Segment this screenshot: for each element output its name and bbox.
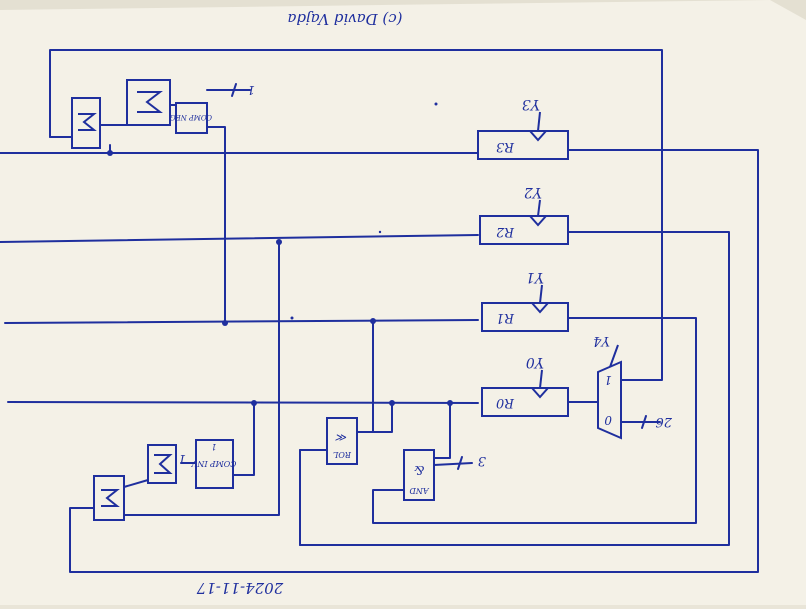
- register-r0: [481, 387, 569, 417]
- clock-triangle: [531, 387, 549, 399]
- mux-input-1-label: 1: [604, 373, 612, 387]
- junction-dot: [276, 239, 282, 245]
- copyright-note: (c) David Vajda: [287, 10, 402, 28]
- register-label-r3: R3: [496, 139, 515, 154]
- register-labels: R3 R2 R1 R0 Y3 Y2 Y1 Y0: [496, 96, 544, 410]
- date-note: 2024-11-17: [196, 579, 284, 597]
- junction-dot: [222, 320, 228, 326]
- mux-bus-width: 26: [655, 414, 673, 429]
- junction-dot: [447, 400, 453, 406]
- load-signal-y0: Y0: [526, 354, 544, 370]
- and-bus-width: 3: [478, 453, 486, 468]
- junction-dots: [107, 150, 453, 406]
- clock-triangle: [531, 302, 549, 314]
- register-label-r2: R2: [496, 224, 515, 239]
- junction-dot: [107, 150, 113, 156]
- mux-body: [597, 360, 622, 440]
- sum-icon: [78, 113, 97, 131]
- register-r3: [477, 130, 569, 160]
- register-label-r1: R1: [496, 310, 515, 325]
- clock-triangle: [529, 130, 547, 142]
- junction-dot: [251, 400, 257, 406]
- junction-dot: [389, 400, 395, 406]
- junction-dot: [370, 318, 376, 324]
- comp-neg-label: COMP NEG: [170, 113, 212, 121]
- rol-block: ≪ ROL: [326, 417, 358, 465]
- comp-inv-box: [195, 439, 234, 489]
- comp-neg-box: [175, 102, 208, 134]
- register-r1: [481, 302, 569, 332]
- sum-icon: [101, 489, 120, 507]
- register-r2: [479, 215, 569, 245]
- upper-adder-small-box: [126, 79, 171, 126]
- clock-triangle: [529, 215, 547, 227]
- comp-neg-block: COMP NEG: [170, 102, 212, 134]
- wires: [0, 49, 759, 573]
- comp-inv-detail: 1: [211, 442, 216, 451]
- comp-inv-label: COMP INV: [190, 459, 236, 468]
- lower-adder-input: 1: [178, 452, 186, 466]
- upper-adder-box: [71, 97, 101, 149]
- load-signal-y3: Y3: [522, 96, 540, 112]
- registers: [477, 111, 569, 417]
- upper-adder-input: 1: [247, 83, 255, 97]
- and-label: AND: [409, 486, 430, 495]
- lower-adder-small-box: [147, 444, 177, 484]
- load-signal-y2: Y2: [524, 184, 542, 200]
- lower-adder-box: [93, 475, 125, 521]
- load-signal-y1: Y1: [526, 269, 544, 285]
- sum-icon: [137, 91, 163, 113]
- mux-input-0-label: 0: [604, 413, 612, 427]
- comp-inv-block: COMP INV 1: [190, 439, 236, 489]
- pen-marks: [290, 102, 438, 320]
- rol-box: [326, 417, 358, 465]
- upper-adder-chain: [71, 79, 171, 149]
- register-label-r0: R0: [496, 395, 515, 410]
- lower-adder-chain: [93, 444, 177, 521]
- sum-icon: [154, 454, 173, 474]
- rol-symbol: ≪: [335, 431, 348, 444]
- and-symbol: &: [413, 463, 424, 477]
- and-box: [403, 449, 435, 501]
- and-block: & AND 3: [403, 449, 486, 501]
- mux: Y4 1 0 26: [593, 333, 673, 440]
- mux-select-y4: Y4: [593, 333, 610, 348]
- rol-label: ROL: [333, 450, 352, 459]
